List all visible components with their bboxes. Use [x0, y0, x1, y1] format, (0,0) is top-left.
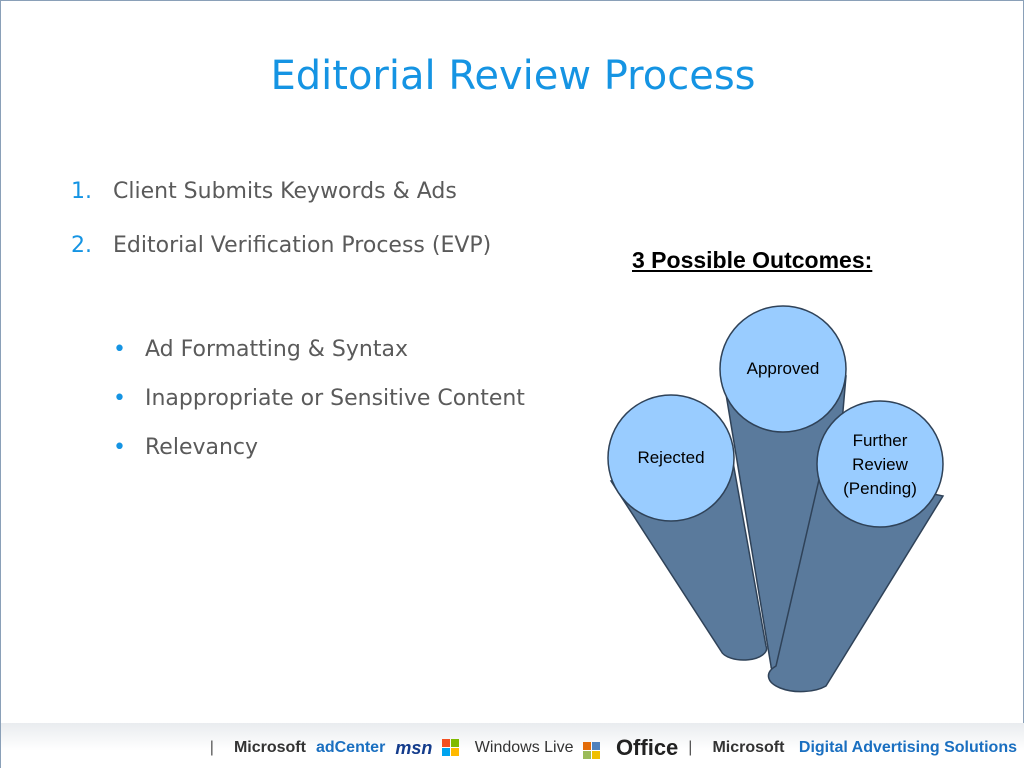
- numbered-list: 1. Client Submits Keywords & Ads 2. Edit…: [71, 179, 491, 287]
- windows-live-wordmark: Windows Live: [474, 739, 574, 757]
- further-text-line3: (Pending): [843, 479, 917, 498]
- microsoft-wordmark: Microsoft: [712, 739, 785, 756]
- list-item-text: Editorial Verification Process (EVP): [113, 233, 492, 258]
- digital-advertising-wordmark: Digital Advertising Solutions: [798, 739, 1017, 756]
- footer-logos: | Microsoft adCenter msn Windows Live: [200, 735, 1017, 761]
- further-review-node: [816, 400, 944, 528]
- rejected-label: Rejected: [611, 446, 731, 470]
- office-icon: [583, 741, 601, 759]
- bullet-icon: •: [113, 435, 126, 460]
- msn-logo: msn: [395, 737, 433, 758]
- footer-separator: |: [688, 739, 693, 756]
- office-wordmark: Office: [615, 735, 679, 760]
- bullet-list: • Ad Formatting & Syntax • Inappropriate…: [113, 337, 525, 484]
- list-item: • Inappropriate or Sensitive Content: [113, 386, 525, 435]
- further-text-line1: Further: [852, 431, 908, 450]
- list-item-text: Relevancy: [145, 435, 259, 460]
- footer-bar: | Microsoft adCenter msn Windows Live: [1, 723, 1024, 769]
- approved-text: Approved: [746, 359, 820, 378]
- list-number: 2.: [71, 233, 92, 258]
- rejected-text: Rejected: [637, 448, 705, 467]
- bullet-icon: •: [113, 337, 126, 362]
- microsoft-wordmark: Microsoft: [233, 739, 306, 756]
- footer-separator: |: [209, 739, 214, 756]
- list-item: 2. Editorial Verification Process (EVP): [71, 233, 491, 287]
- windows-flag-icon: [442, 738, 460, 756]
- list-item: • Relevancy: [113, 435, 525, 484]
- list-item-text: Client Submits Keywords & Ads: [113, 179, 457, 204]
- adcenter-wordmark: adCenter: [315, 739, 386, 756]
- approved-node: [719, 305, 847, 433]
- windows-live-logo: Windows Live: [442, 738, 574, 757]
- microsoft-das-logo: Microsoft Digital Advertising Solutions: [702, 739, 1017, 757]
- approved-label: Approved: [723, 357, 843, 381]
- bullet-icon: •: [113, 386, 126, 411]
- list-item-text: Inappropriate or Sensitive Content: [145, 386, 525, 411]
- rejected-node: [607, 394, 735, 522]
- list-item-text: Ad Formatting & Syntax: [145, 337, 408, 362]
- list-item: • Ad Formatting & Syntax: [113, 337, 525, 386]
- outcomes-title: 3 Possible Outcomes:: [632, 247, 873, 273]
- slide-title: Editorial Review Process: [270, 53, 756, 99]
- office-logo: Office: [583, 735, 678, 761]
- microsoft-adcenter-logo: Microsoft adCenter: [224, 739, 385, 757]
- further-review-cylinder: [767, 470, 945, 693]
- further-text-line2: Review: [852, 455, 908, 474]
- further-review-label: Further Review (Pending): [820, 429, 940, 501]
- outcomes-diagram: [607, 305, 945, 693]
- list-item: 1. Client Submits Keywords & Ads: [71, 179, 491, 233]
- list-number: 1.: [71, 179, 92, 204]
